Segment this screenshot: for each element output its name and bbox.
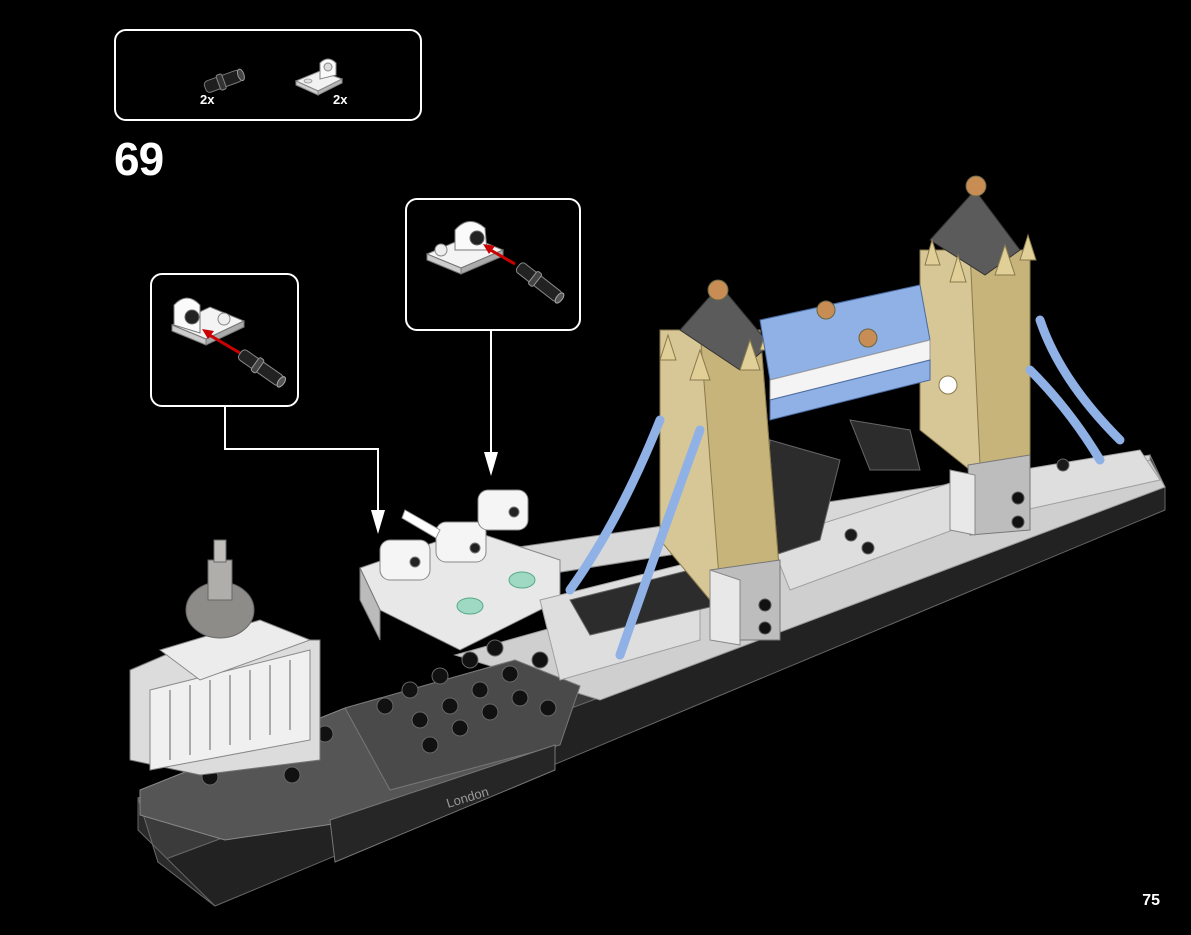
tower-bridge-right-tower bbox=[920, 176, 1036, 535]
page-number: 75 bbox=[1142, 892, 1160, 910]
callout-arrowhead-left bbox=[371, 510, 385, 534]
callout-pointer-left bbox=[225, 407, 378, 520]
terrace-section bbox=[360, 490, 560, 650]
upper-walkway bbox=[760, 285, 930, 420]
callout-arrowhead-right bbox=[484, 452, 498, 476]
st-pauls-cathedral bbox=[130, 540, 320, 775]
